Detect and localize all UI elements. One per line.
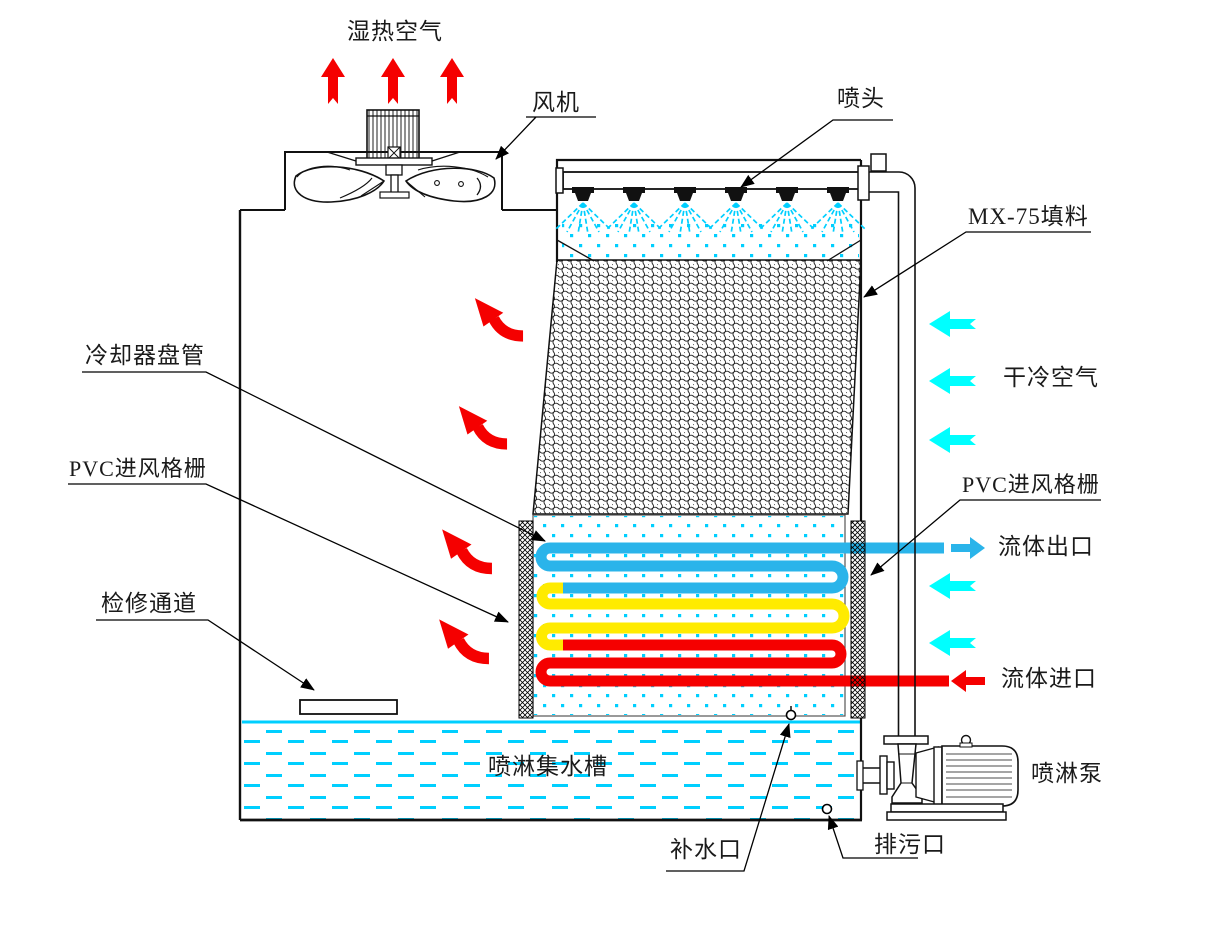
fan-assembly [284,109,503,210]
cooler-coil [535,542,949,687]
fluid-inlet-arrow [951,670,985,692]
coil-inlet-red [535,639,949,687]
leader-lines [68,116,1101,872]
riser-pipe [869,171,916,736]
label-fill-material: MX-75填料 [968,204,1089,229]
pvc-louver-left [518,520,534,719]
spray-header [555,153,887,262]
label-dry-cold-air: 干冷空气 [1003,365,1099,390]
fill-block [532,259,862,515]
rising-air-arrows [439,298,523,658]
fluid-outlet-arrow [951,537,985,559]
spray-water-basin [242,720,861,819]
coil-outlet-blue [535,542,944,594]
tower-casing [238,158,863,822]
fan-motor-icon [366,109,420,161]
label-pvc-louver-right: PVC进风格栅 [962,472,1100,497]
label-hot-humid-air: 湿热空气 [347,19,443,44]
label-spray-nozzle: 喷头 [837,86,885,111]
label-spray-water-basin: 喷淋集水槽 [488,754,608,779]
label-makeup-water-port: 补水口 [670,837,742,862]
makeup-water-port [785,706,797,721]
label-pvc-louver-left: PVC进风格栅 [69,456,207,481]
label-access-walkway: 检修通道 [101,591,197,616]
drain-port [821,803,833,815]
pvc-louver-right [850,520,866,719]
nozzle-icons [555,187,866,235]
spray-pump [856,734,1019,821]
label-drain-port: 排污口 [874,832,946,857]
hot-air-arrows [321,58,464,104]
label-cooler-coil: 冷却器盘管 [85,343,205,368]
label-fluid-inlet: 流体进口 [1001,666,1097,691]
coil-middle-yellow [536,582,850,651]
fan-blades-icon [293,165,496,203]
pump-motor-icon [933,734,1019,807]
label-fan: 风机 [532,90,580,115]
access-walkway [299,699,398,715]
label-spray-pump: 喷淋泵 [1031,761,1103,786]
label-fluid-outlet: 流体出口 [998,534,1094,559]
